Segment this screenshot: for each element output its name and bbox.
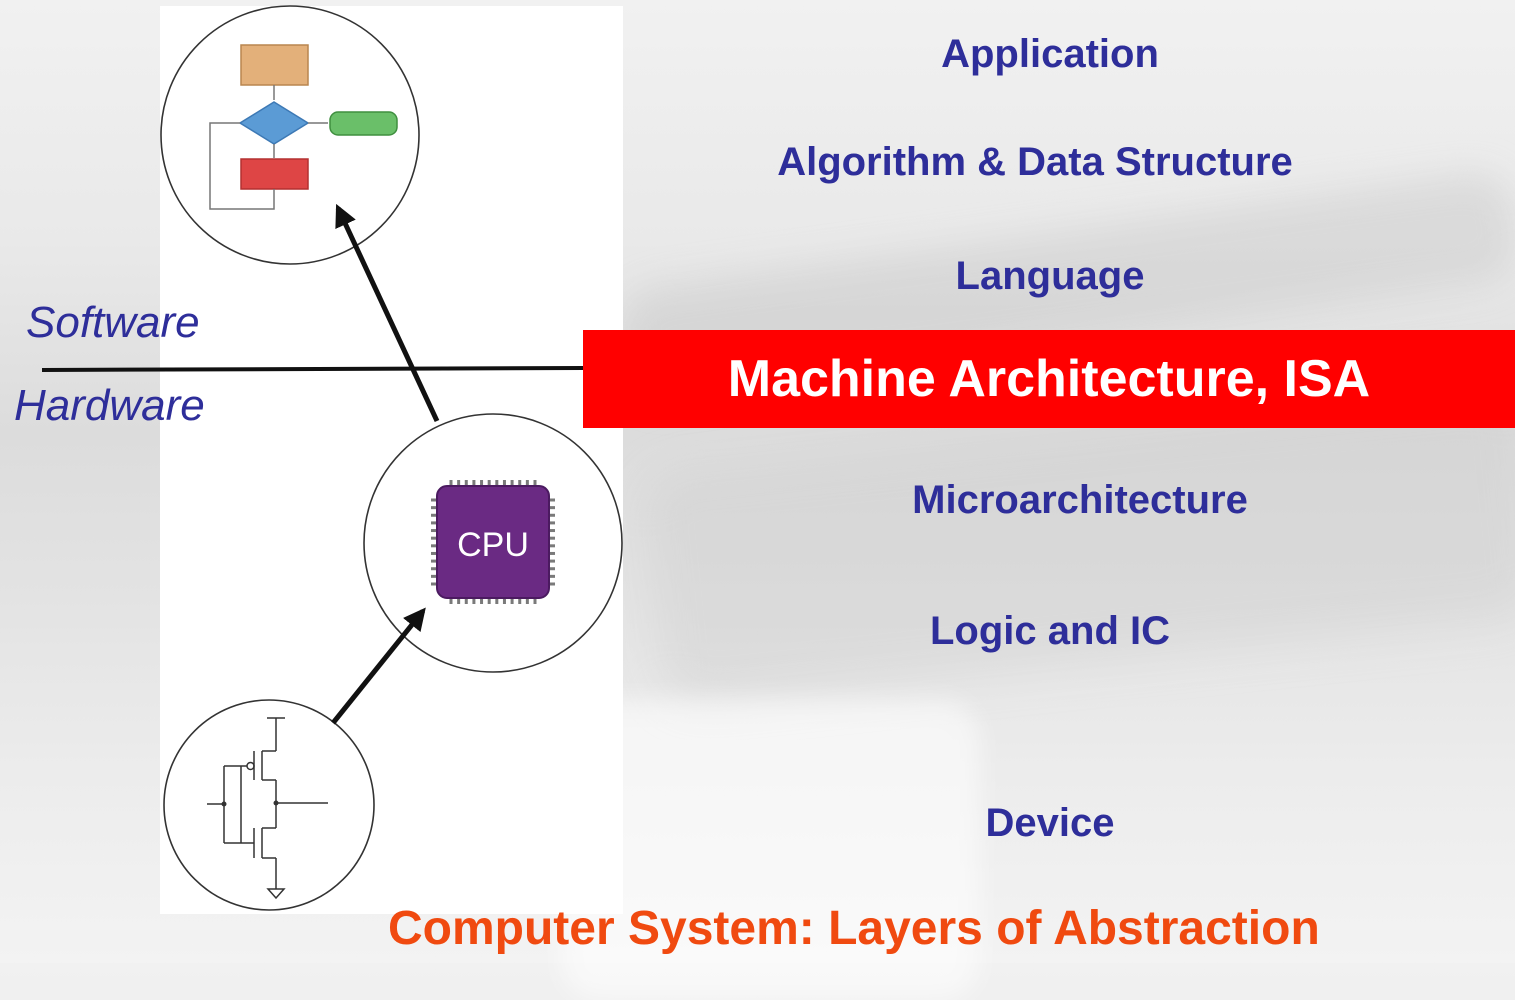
- cpu-pin: [431, 544, 437, 548]
- cpu-pin: [549, 551, 555, 555]
- cpu-pin: [487, 480, 491, 486]
- cpu-pin: [495, 480, 499, 486]
- cpu-pin: [431, 551, 437, 555]
- cpu-pin: [518, 480, 522, 486]
- cpu-pin: [457, 480, 461, 486]
- cpu-pin: [472, 480, 476, 486]
- layer-application: Application: [941, 32, 1159, 76]
- layer-language: Language: [955, 254, 1145, 298]
- cpu-pin: [449, 598, 453, 604]
- cpu-pin: [464, 598, 468, 604]
- cpu-pin: [431, 498, 437, 502]
- software-hardware-divider: [41, 366, 584, 372]
- cpu-pin: [431, 529, 437, 533]
- cpu-pin: [549, 521, 555, 525]
- cpu-pin: [431, 536, 437, 540]
- cpu-pin: [472, 598, 476, 604]
- cpu-pin: [502, 480, 506, 486]
- cpu-pin: [431, 574, 437, 578]
- page-title: Computer System: Layers of Abstraction: [388, 902, 1320, 955]
- cpu-pin: [549, 506, 555, 510]
- abstraction-diagram: CPU: [41, 5, 623, 911]
- layer-microarchitecture: Microarchitecture: [912, 478, 1248, 522]
- cpu-pin: [533, 480, 537, 486]
- cpu-pins: [431, 480, 555, 604]
- cpu-chip-label: CPU: [457, 526, 529, 564]
- cpu-pin: [480, 598, 484, 604]
- cpu-pin: [549, 544, 555, 548]
- transistor-circuit-icon: [163, 699, 375, 911]
- cpu-pin: [495, 598, 499, 604]
- software-label: Software: [26, 298, 200, 347]
- cpu-pin: [549, 567, 555, 571]
- layer-logic: Logic and IC: [930, 609, 1170, 653]
- cpu-pin: [431, 521, 437, 525]
- cpu-pin: [431, 582, 437, 586]
- cpu-pin: [533, 598, 537, 604]
- layer-device: Device: [985, 801, 1115, 845]
- cpu-pin: [525, 480, 529, 486]
- cpu-pin: [549, 582, 555, 586]
- cpu-pin: [464, 480, 468, 486]
- cpu-pin: [431, 513, 437, 517]
- hardware-label: Hardware: [14, 381, 205, 430]
- up-arrow-icon: [335, 203, 440, 423]
- cpu-pin: [487, 598, 491, 604]
- isa-highlight-box: Machine Architecture, ISA: [583, 330, 1515, 428]
- cpu-pin: [449, 480, 453, 486]
- cpu-pin: [431, 567, 437, 571]
- cpu-pin: [510, 598, 514, 604]
- cpu-pin: [518, 598, 522, 604]
- layer-algorithm: Algorithm & Data Structure: [777, 140, 1293, 184]
- cpu-pin: [431, 559, 437, 563]
- cpu-pin: [525, 598, 529, 604]
- flowchart-icon: [160, 5, 420, 265]
- cpu-pin: [502, 598, 506, 604]
- up-arrow-icon: [331, 607, 426, 725]
- cpu-pin: [480, 480, 484, 486]
- cpu-pin: [457, 598, 461, 604]
- cpu-pin: [510, 480, 514, 486]
- cpu-pin: [549, 529, 555, 533]
- cpu-pin: [549, 513, 555, 517]
- cpu-chip-icon: CPU: [436, 485, 550, 599]
- cpu-pin: [431, 506, 437, 510]
- cpu-pin: [549, 536, 555, 540]
- layer-isa: Machine Architecture, ISA: [727, 350, 1371, 408]
- cpu-pin: [549, 574, 555, 578]
- cpu-pin: [549, 559, 555, 563]
- cpu-pin: [549, 498, 555, 502]
